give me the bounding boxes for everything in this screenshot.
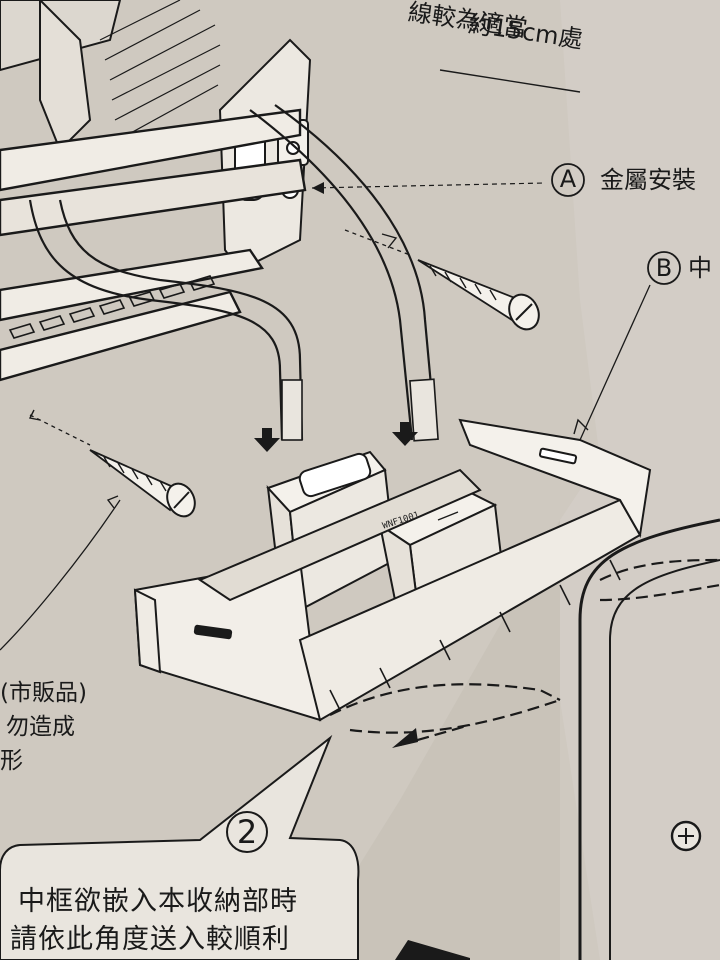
step-text-line1: 中框欲嵌入本收納部時 (18, 886, 298, 917)
cable-right (249, 104, 438, 441)
down-arrow-right-icon (392, 422, 418, 446)
leader-a (311, 182, 546, 189)
hatched-panel (99, 0, 221, 141)
step-number: 2 (236, 813, 258, 851)
left-note-line2: 勿造成 (6, 714, 75, 740)
rail-bars (0, 108, 307, 382)
leader-b (579, 284, 651, 441)
screw-upper-icon (344, 229, 540, 331)
corner-arrow-icon (395, 940, 470, 960)
step-text-line2: 請依此角度送入較順利 (10, 924, 290, 955)
left-note-line1: (市販品) (0, 680, 87, 706)
label-a-circle (551, 163, 585, 197)
screw-left-icon (28, 409, 196, 518)
mounting-frame (133, 418, 652, 722)
step-number-circle (226, 811, 268, 853)
label-a-letter: A (559, 165, 577, 193)
step-bubble (0, 734, 360, 960)
left-note-line3: 形 (0, 748, 23, 774)
label-b-text: 中 (688, 254, 712, 282)
insertion-arrows (329, 558, 720, 747)
label-b-circle (647, 251, 681, 285)
label-b-letter: B (655, 254, 673, 282)
label-a-text: 金屬安裝 (600, 166, 696, 194)
outer-box (578, 518, 720, 960)
down-arrow-left-icon (254, 428, 280, 452)
cable-left (28, 199, 304, 441)
